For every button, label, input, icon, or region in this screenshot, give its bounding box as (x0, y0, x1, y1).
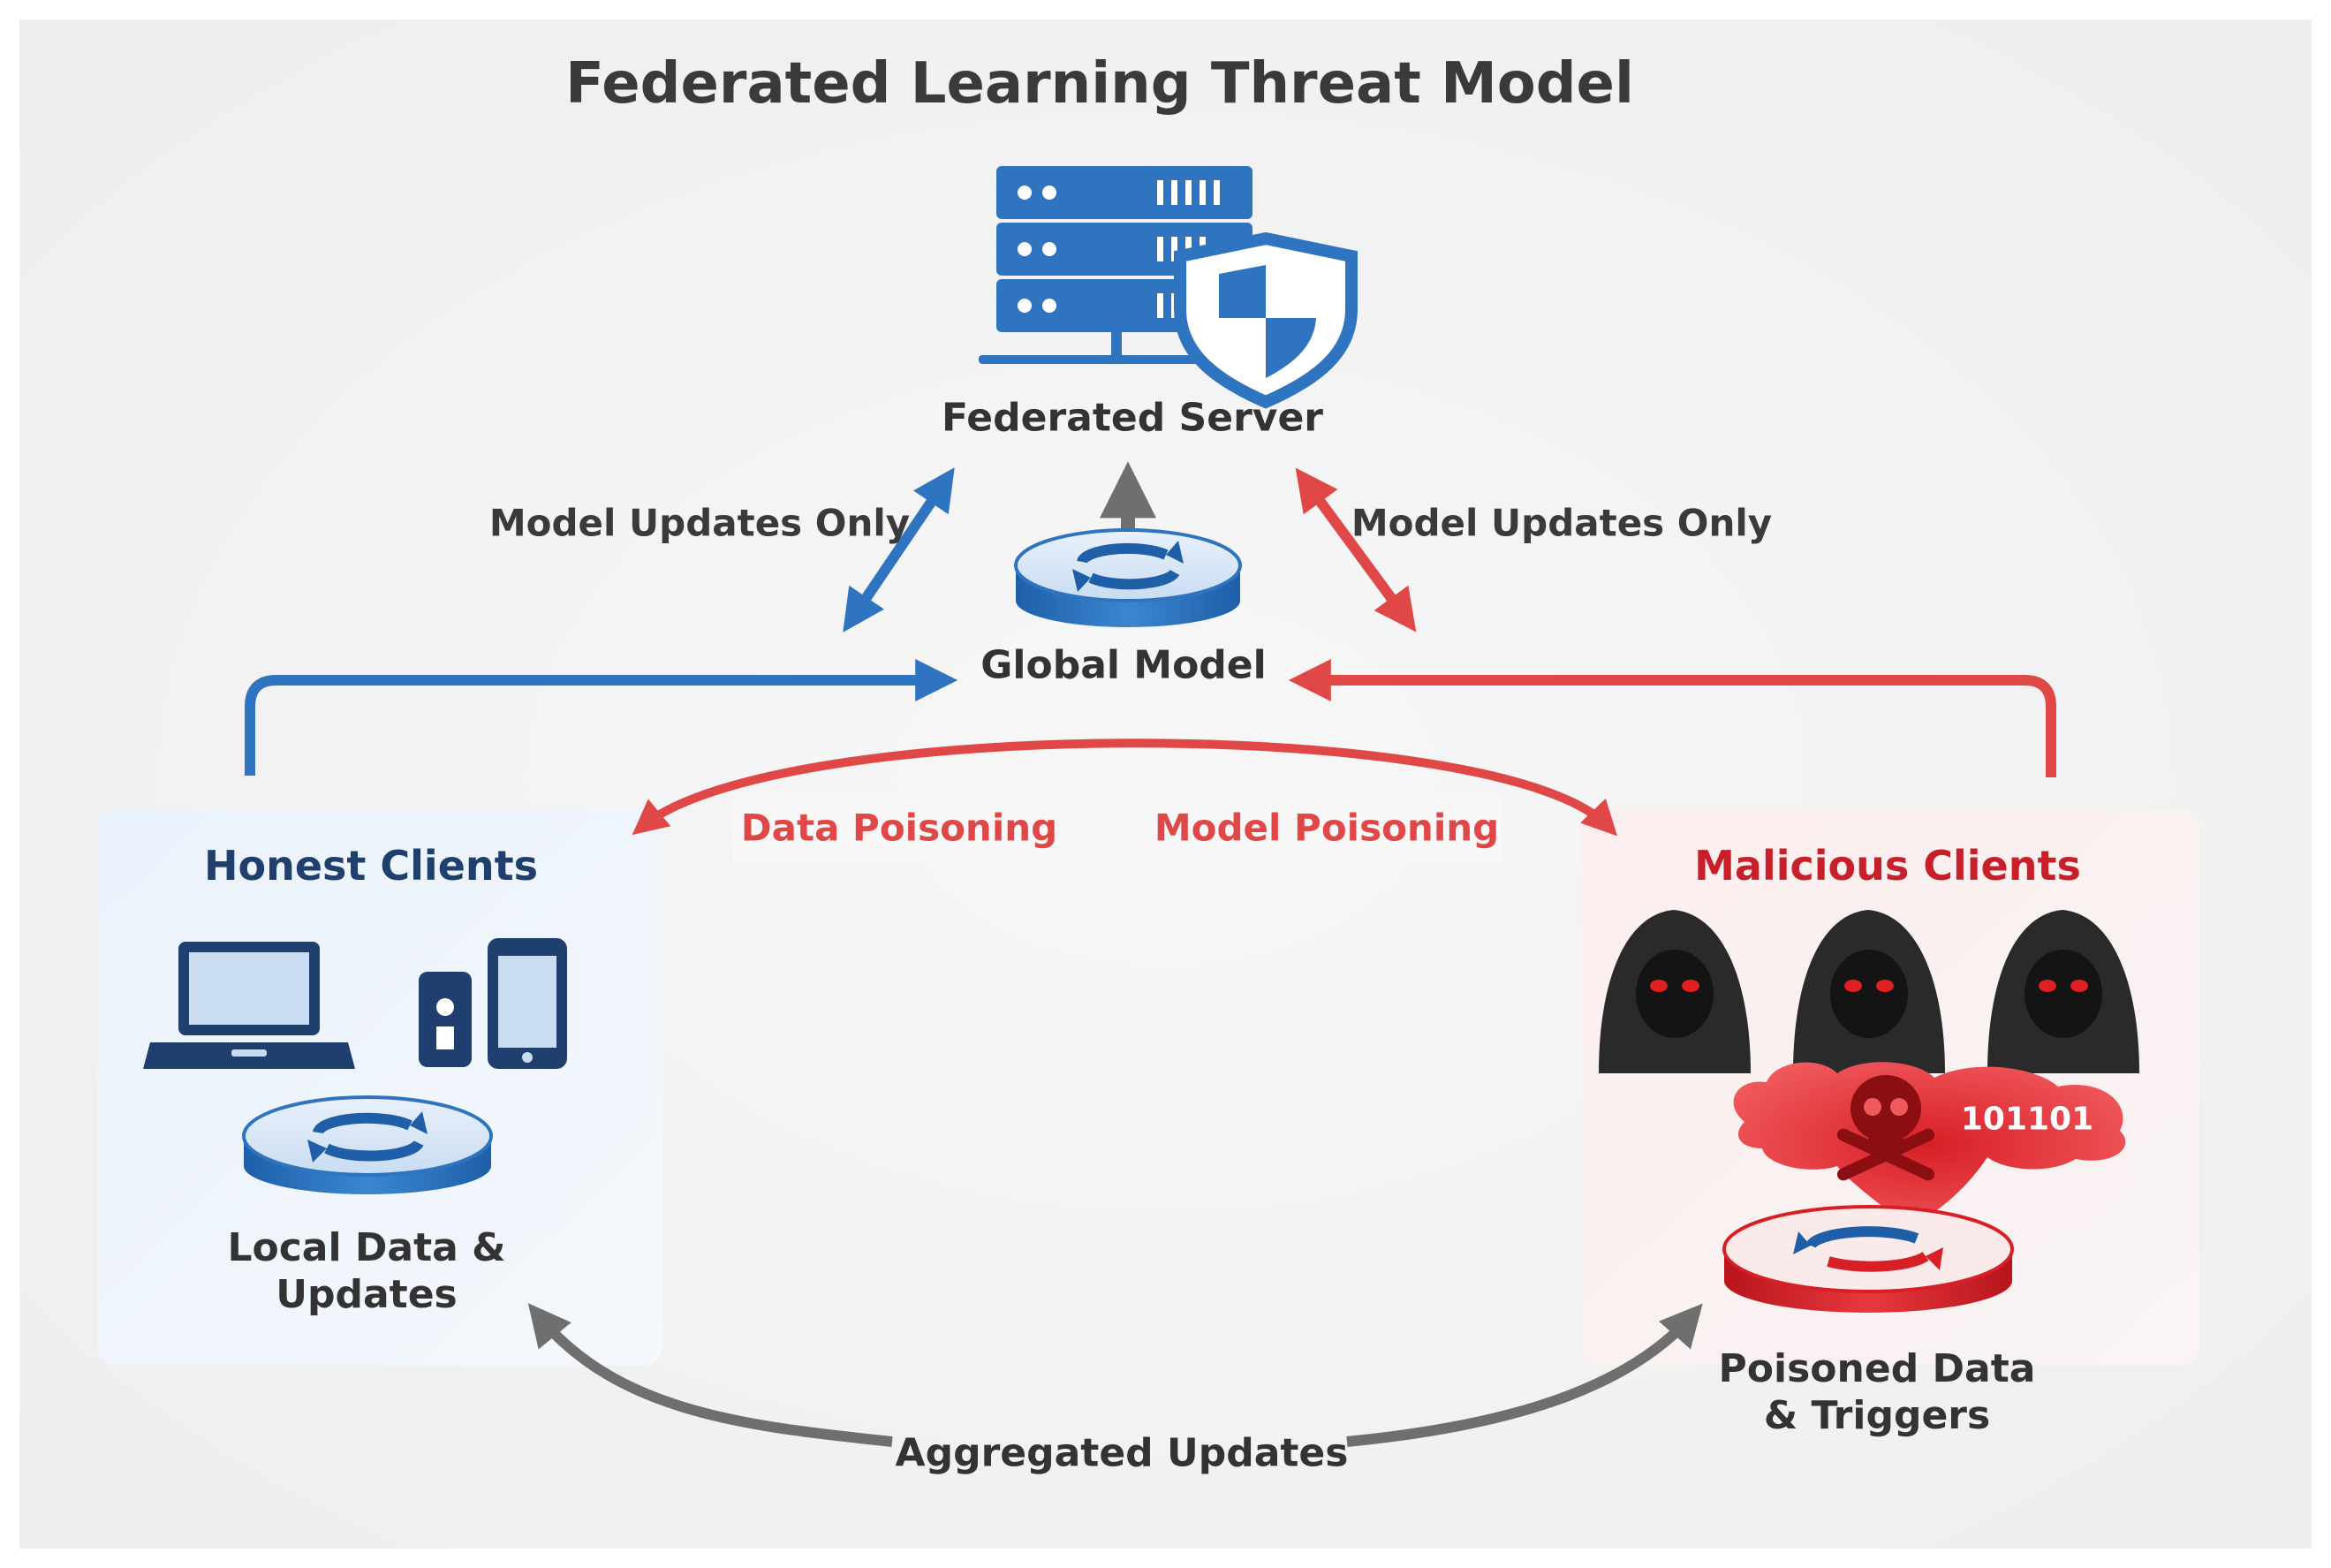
malicious-caption: Poisoned Data & Triggers (1719, 1346, 2036, 1440)
poison-cloud (1733, 1062, 2126, 1228)
poisoned-model-disk-icon (1722, 1205, 2014, 1313)
phone-icon (419, 972, 472, 1067)
honest-caption-line2: Updates (276, 1272, 458, 1317)
data-poisoning-label: Data Poisoning (740, 806, 1058, 850)
tablet-icon (488, 938, 567, 1069)
laptop-icon (143, 942, 355, 1069)
malicious-clients-title: Malicious Clients (1694, 842, 2081, 890)
local-model-disk-icon (242, 1095, 493, 1194)
aggregated-updates-label: Aggregated Updates (895, 1430, 1349, 1476)
malicious-caption-line2: & Triggers (1763, 1393, 1991, 1438)
hooded-attacker-icon (1599, 910, 1751, 1073)
hooded-attacker-icon (1987, 910, 2139, 1073)
malicious-model-updates-arrow (1295, 467, 1417, 633)
honest-model-updates-arrow (843, 467, 955, 633)
data-poisoning-label-bg (733, 793, 1060, 862)
payload-bits-label: 101101 (1960, 1101, 2094, 1138)
honest-model-updates-label: Model Updates Only (488, 501, 911, 545)
hooded-attacker-icon (1793, 910, 1945, 1073)
honest-caption: Local Data & Updates (227, 1225, 505, 1319)
honest-to-global-arrow (245, 659, 958, 776)
poisoning-arc-arrow (632, 739, 1618, 837)
aggregated-updates-left-arrow (527, 1303, 893, 1447)
honest-clients-title: Honest Clients (203, 842, 539, 890)
federated-server-label: Federated Server (942, 395, 1323, 441)
shield-icon (1174, 231, 1358, 409)
model-poisoning-label: Model Poisoning (1154, 806, 1500, 850)
honest-caption-line1: Local Data & (227, 1225, 506, 1271)
model-poisoning-label-bg (1157, 793, 1502, 862)
global-model-disk-icon (1014, 528, 1242, 627)
malicious-caption-line1: Poisoned Data (1718, 1346, 2036, 1392)
malicious-model-updates-label: Model Updates Only (1351, 501, 1773, 545)
global-model-label: Global Model (980, 642, 1267, 688)
skull-crossbones-icon (1836, 1075, 1935, 1181)
aggregated-updates-right-arrow (1346, 1303, 1703, 1447)
diagram-title: Federated Learning Threat Model (565, 51, 1634, 117)
malicious-to-global-arrow (1288, 659, 2056, 777)
